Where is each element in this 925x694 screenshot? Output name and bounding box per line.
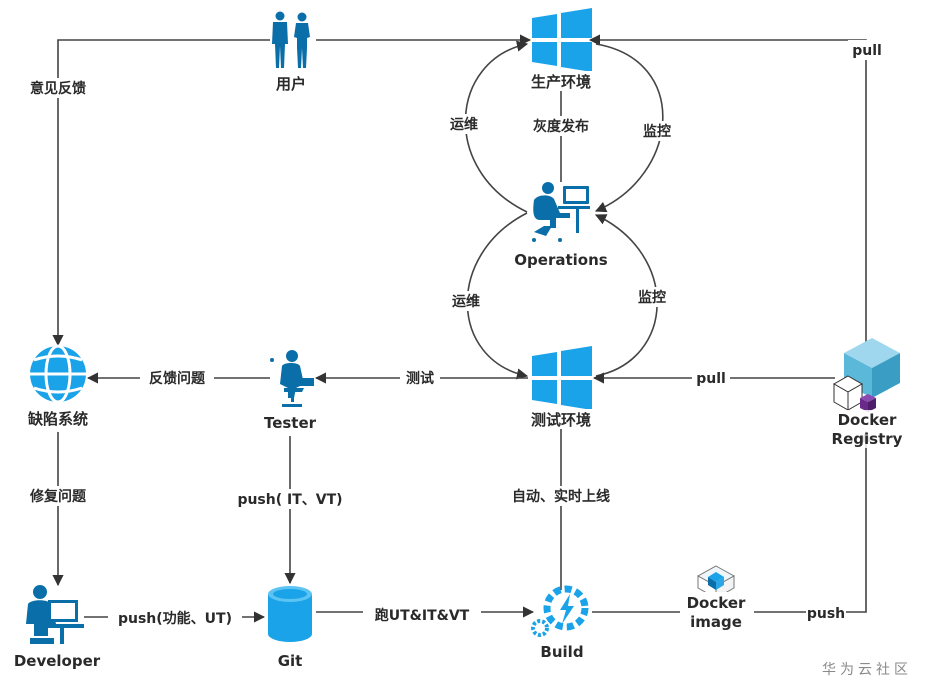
edge-label-gray-release: 灰度发布 bbox=[533, 118, 589, 135]
node-prod: 生产环境 bbox=[526, 8, 598, 91]
developer-icon bbox=[26, 585, 84, 644]
tester-icon bbox=[270, 350, 314, 407]
edge-monitor-upper bbox=[594, 43, 664, 213]
edge-label-monitor-upper: 监控 bbox=[643, 123, 671, 140]
node-docker-image: Docker image bbox=[680, 565, 754, 631]
node-build: Build bbox=[531, 585, 589, 661]
node-label-build: Build bbox=[540, 643, 583, 661]
edge-label-pull-mid: pull bbox=[696, 371, 726, 387]
edge-label-fix-issue: 修复问题 bbox=[29, 488, 87, 505]
node-developer: Developer bbox=[10, 585, 106, 670]
edge-pull-top bbox=[588, 34, 867, 345]
node-label-docker-image-1: Docker bbox=[687, 594, 746, 612]
windows-icon bbox=[532, 8, 592, 72]
edge-label-test: 测试 bbox=[406, 370, 434, 387]
watermark: 华为云社区 bbox=[822, 662, 912, 678]
node-operations: Operations bbox=[510, 182, 612, 269]
edge-label-ops-upper: 运维 bbox=[450, 116, 478, 133]
node-label-tester: Tester bbox=[264, 414, 317, 432]
edge-label-push-dev: push(功能、UT) bbox=[118, 610, 232, 627]
node-test-env: 测试环境 bbox=[526, 346, 598, 429]
edge-feedback bbox=[52, 39, 270, 347]
edge-label-feedback: 意见反馈 bbox=[30, 80, 86, 97]
edge-label-ops-lower: 运维 bbox=[452, 293, 480, 310]
node-defect: 缺陷系统 bbox=[20, 344, 96, 428]
node-label-git: Git bbox=[278, 652, 303, 670]
globe-icon bbox=[30, 344, 86, 404]
node-registry: Docker Registry bbox=[830, 338, 906, 448]
edge-label-feedback-issue: 反馈问题 bbox=[149, 370, 206, 387]
node-label-developer: Developer bbox=[14, 652, 101, 670]
operator-icon bbox=[532, 182, 590, 242]
node-git: Git bbox=[268, 586, 312, 670]
node-tester: Tester bbox=[258, 350, 322, 432]
node-user: 用户 bbox=[272, 11, 310, 93]
node-label-docker-image-2: image bbox=[690, 613, 742, 631]
node-label-operations: Operations bbox=[514, 251, 607, 269]
database-icon bbox=[268, 586, 312, 642]
edge-label-run-tests: 跑UT&IT&VT bbox=[375, 607, 470, 624]
edge-label-push-registry: push bbox=[807, 606, 845, 622]
edge-label-push-it-vt: push( IT、VT) bbox=[237, 492, 342, 508]
node-label-test-env: 测试环境 bbox=[531, 411, 591, 429]
people-icon bbox=[272, 11, 310, 68]
node-label-prod: 生产环境 bbox=[531, 73, 591, 91]
node-label-registry-1: Docker bbox=[838, 411, 897, 429]
node-label-registry-2: Registry bbox=[832, 430, 903, 448]
edge-labels: 意见反馈 pull 运维 灰度发布 监控 运维 监控 反馈问题 测试 pull … bbox=[20, 40, 886, 628]
node-label-defect: 缺陷系统 bbox=[27, 410, 88, 428]
windows-icon bbox=[532, 346, 592, 410]
node-label-user: 用户 bbox=[276, 75, 306, 93]
edge-label-pull-top: pull bbox=[852, 43, 882, 59]
gear-lightning-icon bbox=[531, 585, 589, 637]
edge-label-monitor-lower: 监控 bbox=[638, 289, 666, 306]
registry-cube-icon bbox=[832, 338, 900, 412]
edge-label-auto-release: 自动、实时上线 bbox=[512, 488, 610, 505]
